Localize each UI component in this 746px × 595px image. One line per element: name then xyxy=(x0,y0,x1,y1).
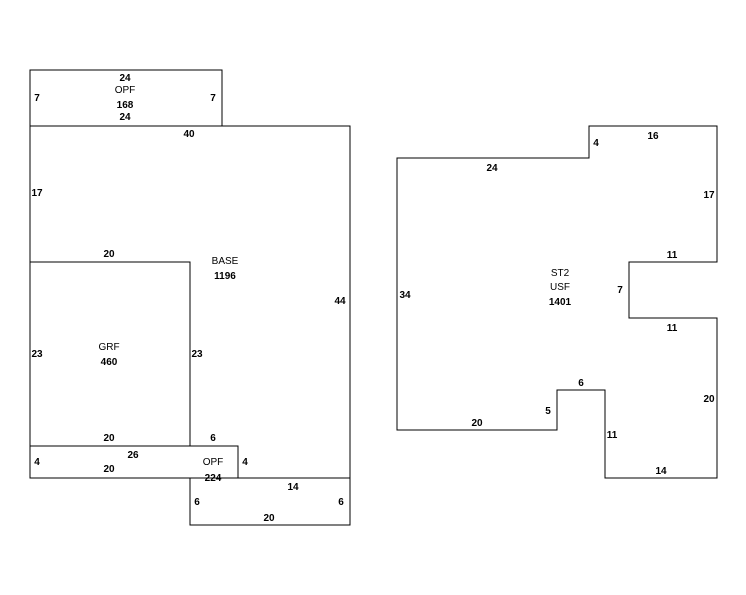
opf-top-name: OPF xyxy=(115,85,136,96)
st2-outline xyxy=(396,125,718,479)
base-name: BASE xyxy=(212,256,239,267)
opf-bottom-dim-bottom-left: 20 xyxy=(103,464,115,475)
opf-bottom-dim-drop-right: 6 xyxy=(338,497,344,508)
opf-top-dim-left: 7 xyxy=(34,93,40,104)
st2-dim-drop: 11 xyxy=(607,430,618,441)
st2-dim-step-side: 5 xyxy=(545,406,551,417)
st2-dim-inset-depth: 7 xyxy=(617,285,623,296)
grf-dim-right: 23 xyxy=(191,349,203,360)
st2-dim-inset-top: 11 xyxy=(667,250,678,261)
opf-bottom-area: 224 xyxy=(205,473,222,484)
grf-dim-left: 23 xyxy=(31,349,43,360)
right-plan: 24 4 16 17 11 7 11 20 14 11 6 5 20 34 ST… xyxy=(396,125,718,479)
base-dim-right: 44 xyxy=(334,296,346,307)
st2-dim-bottom-left: 20 xyxy=(471,418,483,429)
grf-dim-top: 20 xyxy=(103,249,115,260)
grf-outline xyxy=(29,261,191,447)
st2-dim-right-upper: 17 xyxy=(703,190,715,201)
grf-area: 460 xyxy=(101,357,118,368)
st2-name: ST2 xyxy=(551,268,570,279)
opf-bottom-dim-drop-left: 6 xyxy=(194,497,200,508)
opf-bottom-dim-top-left: 26 xyxy=(127,450,139,461)
st2-dim-top-left: 24 xyxy=(486,163,498,174)
st2-dim-left: 34 xyxy=(399,290,411,301)
opf-top-dim-right: 7 xyxy=(210,93,216,104)
opf-top-dim-bottom: 24 xyxy=(119,112,131,123)
opf-bottom-dim-bottom: 20 xyxy=(263,513,275,524)
st2-type: USF xyxy=(550,282,570,293)
st2-dim-bottom-right: 14 xyxy=(655,466,667,477)
opf-top-area: 168 xyxy=(117,100,134,111)
opf-bottom-dim-left: 4 xyxy=(34,457,40,468)
st2-dim-right-lower: 20 xyxy=(703,394,715,405)
left-plan: 24 OPF 168 24 7 7 40 17 44 BASE 1196 20 … xyxy=(29,69,351,526)
opf-bottom-dim-step: 14 xyxy=(287,482,299,493)
st2-dim-inset-bottom: 11 xyxy=(667,323,678,334)
st2-dim-top-right: 16 xyxy=(647,131,659,142)
base-dim-left: 17 xyxy=(31,188,43,199)
opf-top-dim-top: 24 xyxy=(119,73,131,84)
opf-bottom-outline xyxy=(30,445,351,526)
st2-dim-jog: 4 xyxy=(593,138,599,149)
grf-name: GRF xyxy=(98,342,119,353)
grf-dim-bottom: 20 xyxy=(103,433,115,444)
opf-bottom-dim-notch-right: 4 xyxy=(242,457,248,468)
st2-dim-step-top: 6 xyxy=(578,378,584,389)
base-dim-top: 40 xyxy=(183,129,195,140)
st2-area: 1401 xyxy=(549,297,572,308)
base-area: 1196 xyxy=(214,271,236,282)
opf-bottom-dim-notch-top: 6 xyxy=(210,433,216,444)
opf-bottom-name: OPF xyxy=(203,457,224,468)
